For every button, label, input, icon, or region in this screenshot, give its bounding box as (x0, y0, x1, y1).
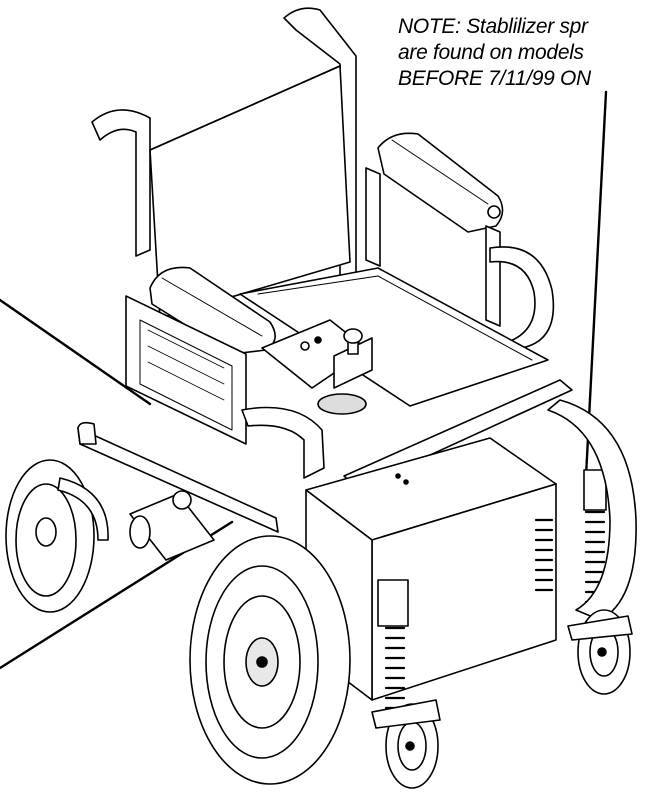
spring-front (378, 580, 408, 708)
side-panel-left (126, 296, 246, 444)
motor (130, 491, 214, 560)
battery-box (306, 438, 556, 700)
note-line-1: NOTE: Stablilizer spr (398, 15, 588, 38)
joystick-icon (344, 329, 362, 354)
note-line-2: are found on models (398, 41, 584, 64)
caster-wheel-front (372, 700, 440, 788)
front-frame (78, 380, 572, 532)
seat-pan (240, 268, 548, 406)
leader-line-note (586, 92, 606, 476)
drive-wheel-left (190, 536, 350, 784)
joystick-controller (262, 320, 372, 414)
stabilizer-note: NOTE: Stablilizer spr are found on model… (398, 14, 591, 92)
push-handle-left (92, 110, 150, 256)
spring-center (536, 520, 552, 590)
caster-wheel-rear-right (568, 610, 632, 694)
drive-wheel-right (548, 400, 636, 620)
caster-wheel-left (6, 460, 108, 612)
leader-line-upper-left (0, 300, 150, 404)
backrest (150, 66, 350, 318)
note-line-3: BEFORE 7/11/99 ON (398, 67, 591, 90)
